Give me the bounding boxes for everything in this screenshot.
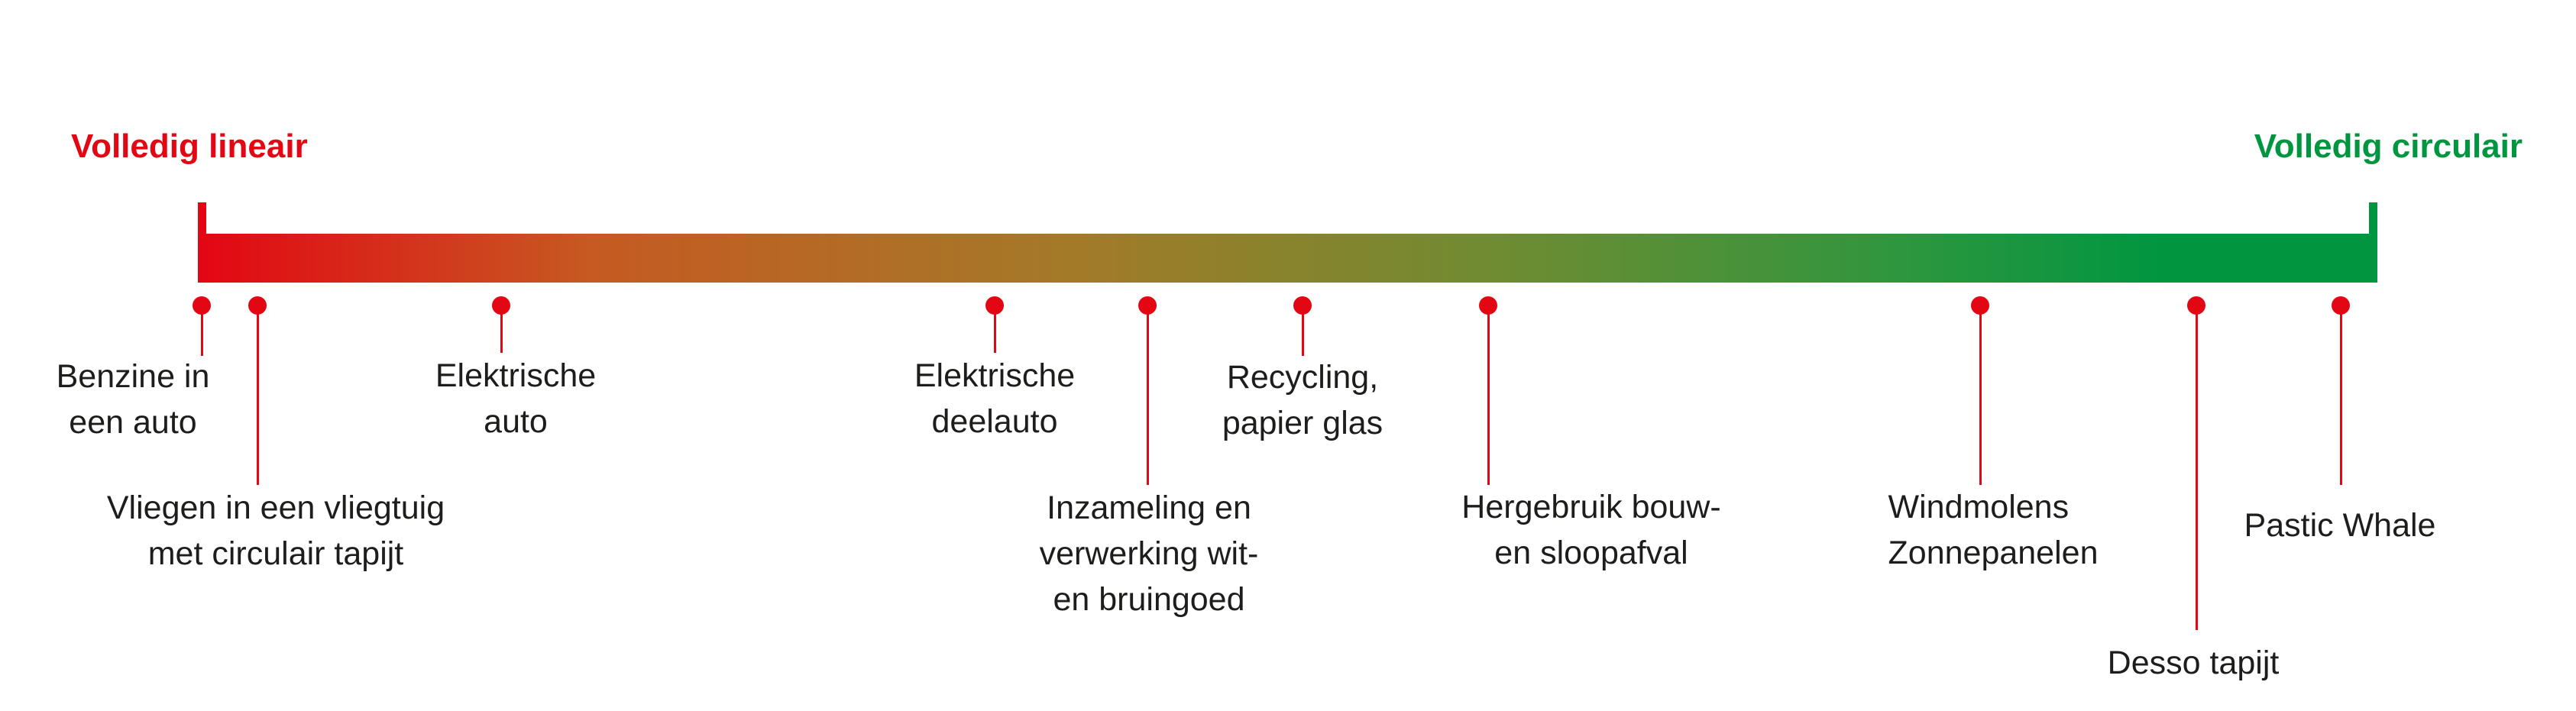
marker-label-hergebruik-sloopafval: Hergebruik bouw- en sloopafval	[1461, 489, 1721, 571]
marker-stem	[1146, 305, 1149, 485]
bar-end-tick-circular	[2369, 202, 2377, 283]
marker-label-vliegen-vliegtuig: Vliegen in een vliegtuig met circulair t…	[106, 490, 445, 572]
marker-stem	[200, 305, 203, 356]
marker-stem	[500, 305, 503, 353]
marker-stem	[2195, 305, 2198, 630]
marker-stem	[1487, 305, 1490, 485]
label-fully-linear: Volledig lineair	[71, 128, 308, 165]
marker-stem	[1301, 305, 1304, 356]
marker-stem	[256, 305, 259, 485]
marker-label-elektrische-auto: Elektrische auto	[435, 357, 597, 440]
marker-stem	[1979, 305, 1982, 485]
marker-label-plastic-whale: Pastic Whale	[2244, 507, 2436, 544]
marker-label-desso-tapijt: Desso tapijt	[2107, 645, 2280, 681]
marker-stem	[2339, 305, 2342, 485]
marker-stem	[993, 305, 996, 353]
label-fully-circular: Volledig circulair	[2254, 128, 2523, 165]
marker-label-windmolens-zonnepanelen: Windmolens Zonnepanelen	[1888, 489, 2099, 571]
marker-label-recycling-papier: Recycling, papier glas	[1222, 359, 1383, 441]
marker-label-inzameling-witgoed: Inzameling en verwerking wit- en bruingo…	[1039, 490, 1259, 618]
gradient-bar	[198, 234, 2377, 283]
marker-label-benzine-auto: Benzine in een auto	[56, 358, 210, 441]
marker-label-elektrische-deelauto: Elektrische deelauto	[914, 357, 1076, 440]
